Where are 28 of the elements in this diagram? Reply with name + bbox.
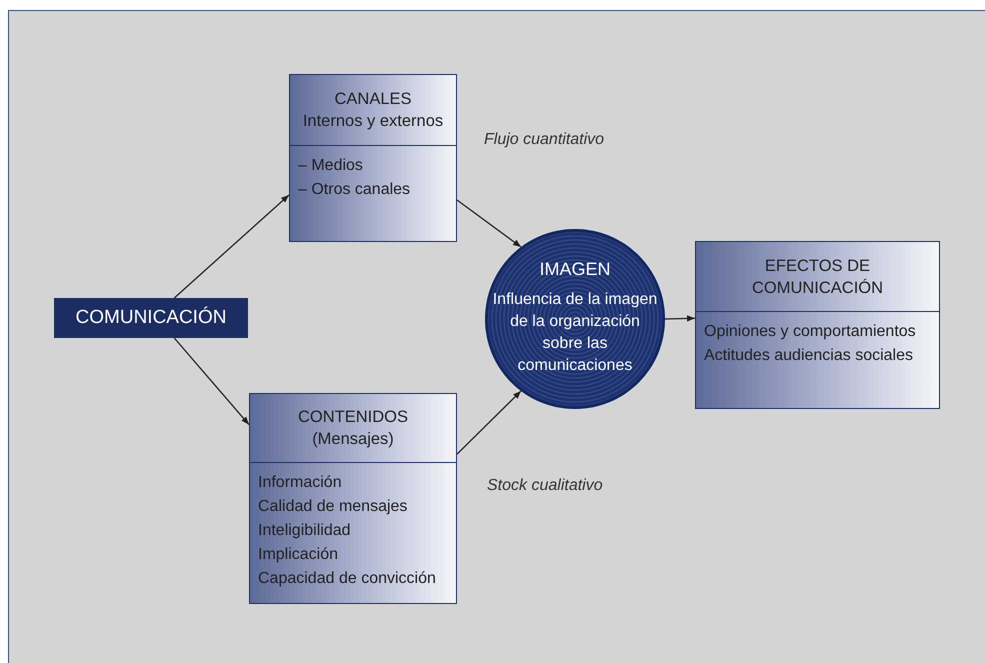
list-item: Inteligibilidad xyxy=(258,521,352,541)
arrow xyxy=(456,390,522,455)
arrow xyxy=(456,199,522,248)
flow-note: Flujo cuantitativo xyxy=(484,131,604,149)
arrow xyxy=(174,338,250,426)
concept-box xyxy=(249,393,457,604)
list-item: – Medios xyxy=(298,156,364,176)
list-item: – Otros canales xyxy=(298,180,412,200)
list-item: Actitudes audiencias sociales xyxy=(704,346,914,366)
box-heading: CONTENIDOS xyxy=(296,407,409,428)
title-box xyxy=(54,298,248,338)
list-item: Información xyxy=(258,473,343,493)
box-heading: EFECTOS DE COMUNICACIÓN xyxy=(750,256,884,298)
arrow xyxy=(664,315,696,322)
concept-box xyxy=(695,241,940,409)
box-title: COMUNICACIÓN xyxy=(76,306,226,330)
list-item: Opiniones y comportamientos xyxy=(704,322,917,342)
box-heading: CANALES xyxy=(333,89,413,110)
list-item: Capacidad de convicción xyxy=(258,569,437,589)
box-heading: Internos y externos xyxy=(302,111,444,132)
concept-box xyxy=(289,74,457,242)
circle-description: Influencia de la imagen de la organización sobre las comunicaciones xyxy=(492,290,658,376)
list-item: Implicación xyxy=(258,545,340,565)
box-heading: (Mensajes) xyxy=(311,429,395,450)
list-item: Calidad de mensajes xyxy=(258,497,408,517)
flow-note: Stock cualitativo xyxy=(487,477,603,495)
arrow xyxy=(174,194,290,298)
circle-title: IMAGEN xyxy=(538,258,612,281)
